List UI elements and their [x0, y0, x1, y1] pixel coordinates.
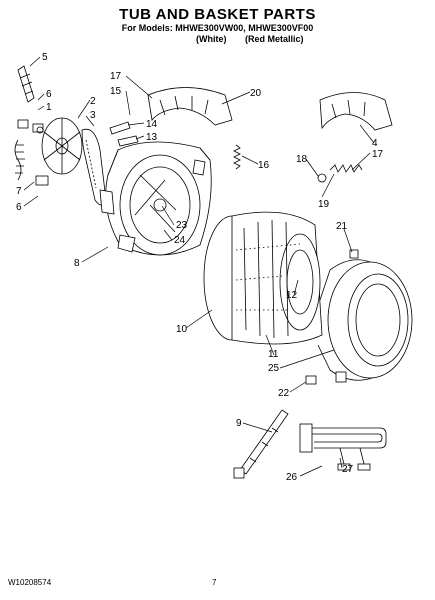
callout-4: 4 [372, 138, 378, 149]
callout-17: 17 [110, 71, 122, 82]
part-fittings [17, 119, 44, 134]
callout-5: 5 [42, 52, 48, 63]
callout-13: 13 [146, 132, 158, 143]
callout-25: 25 [268, 363, 280, 374]
part-hose [17, 65, 35, 103]
part-drain-hose [14, 139, 49, 186]
diagram-title: TUB AND BASKET PARTS [119, 6, 316, 23]
variant-row: (White) (Red Metallic) [0, 34, 435, 45]
callout-8: 8 [74, 258, 80, 269]
part-counterweight-right [319, 92, 393, 131]
document-number: W10208574 [8, 578, 52, 587]
callout-18: 18 [296, 154, 308, 165]
part-spring [233, 144, 241, 170]
callout-2: 2 [90, 96, 96, 107]
part-inner-basket [203, 211, 323, 345]
variant-red: (Red Metallic) [245, 34, 304, 44]
callout-15: 15 [110, 86, 122, 97]
callout-16: 16 [258, 160, 270, 171]
callout-12: 12 [286, 290, 298, 301]
callout-19: 19 [318, 199, 330, 210]
page-number: 7 [212, 578, 217, 587]
part-spring-right [317, 164, 363, 183]
callout-10: 10 [176, 324, 188, 335]
part-counterweight-left [147, 87, 233, 126]
callout-27: 27 [342, 464, 354, 475]
part-heater [299, 423, 387, 471]
part-hose-bottom [233, 409, 289, 479]
callout-9: 9 [236, 418, 242, 429]
callout-11: 11 [268, 349, 279, 360]
leader-lines [23, 56, 375, 477]
diagram-header: TUB AND BASKET PARTS For Models: MHWE300… [0, 6, 435, 45]
part-clip [305, 375, 317, 385]
callout-3: 3 [90, 110, 96, 121]
part-pulley [41, 117, 83, 175]
callout-22: 22 [278, 388, 290, 399]
callout-24: 24 [174, 235, 186, 246]
models-label: For Models: MHWE300VW00, MHWE300VF00 [121, 23, 314, 33]
callout-numbers: 5 6 1 2 3 7 6 17 15 14 13 20 16 23 24 8 … [16, 52, 384, 483]
callout-7: 7 [16, 186, 22, 197]
callout-6b: 6 [16, 202, 22, 213]
part-outer-tub-rear [99, 141, 212, 256]
callout-20: 20 [250, 88, 262, 99]
callout-21: 21 [336, 221, 348, 232]
part-brackets [109, 121, 139, 147]
callout-23: 23 [176, 220, 188, 231]
callout-17b: 17 [372, 149, 384, 160]
callout-26: 26 [286, 472, 298, 483]
part-outer-tub-front [317, 249, 413, 383]
variant-white: (White) [196, 34, 227, 44]
callout-6: 6 [46, 89, 52, 100]
callout-14: 14 [146, 119, 158, 130]
callout-1: 1 [46, 102, 52, 113]
